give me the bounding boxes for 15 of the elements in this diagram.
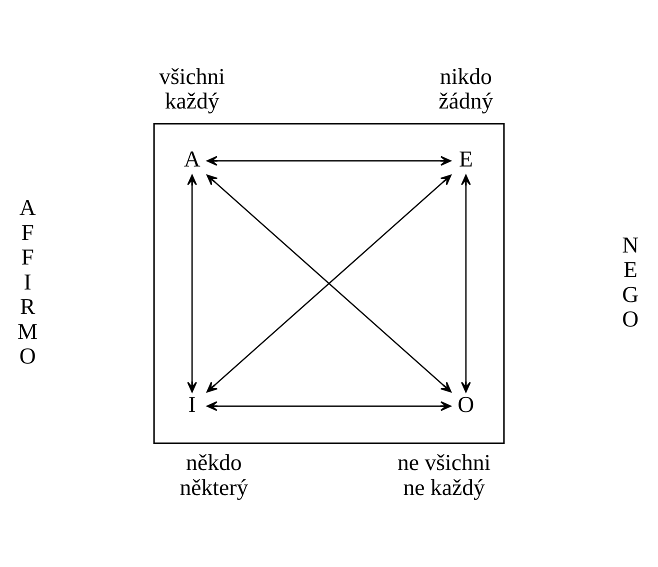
- arrow: [206, 401, 452, 412]
- node-text: I: [188, 392, 196, 418]
- cluster: [153, 123, 505, 444]
- label: AFFIRMO: [17, 195, 38, 369]
- node-label: všichni každý: [159, 64, 226, 114]
- label: NEGO: [622, 232, 639, 332]
- node-label: nikdo žádný: [438, 64, 494, 114]
- node-label: někdo některý: [180, 450, 248, 500]
- node-text: E: [458, 146, 473, 172]
- node-text: O: [458, 392, 474, 418]
- arrow: [187, 174, 198, 392]
- node-label: ne všichni ne každý: [397, 450, 491, 500]
- node-text: A: [184, 146, 200, 172]
- arrow: [460, 174, 471, 392]
- arrow: [206, 156, 452, 166]
